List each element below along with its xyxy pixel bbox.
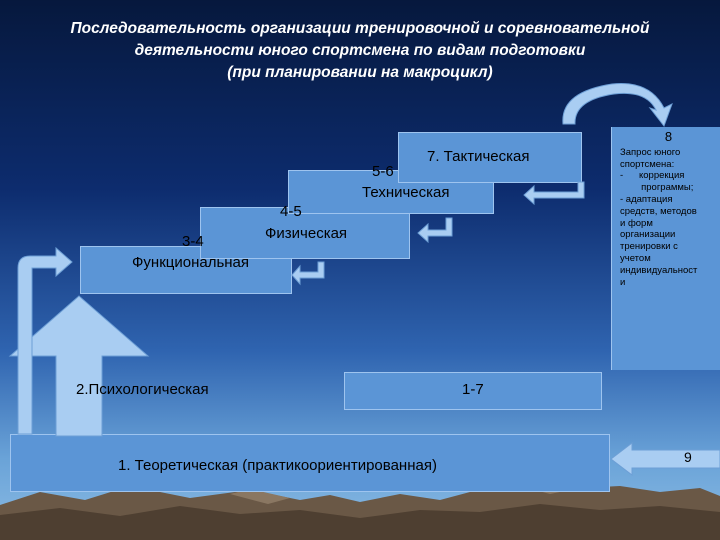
title-line-2: деятельности юного спортсмена по видам п…: [134, 42, 586, 59]
step-tactical: [398, 132, 582, 183]
step-arrow-2: [417, 217, 453, 244]
range-box: [344, 372, 602, 410]
step-arrow-1: [291, 261, 325, 286]
step-physical: [200, 207, 410, 259]
technical-number: 5-6: [372, 163, 394, 180]
title-line-3: (при планировании на макроцикл): [227, 64, 493, 81]
feedback-number: 9: [684, 449, 692, 465]
theoretical-box: [10, 434, 610, 492]
title-line-1: Последовательность организации тренирово…: [70, 20, 650, 37]
psychological-up-arrow: [8, 295, 150, 437]
physical-number: 4-5: [280, 203, 302, 220]
tactical-label: 7. Тактическая: [427, 148, 530, 165]
theoretical-label: 1. Теоретическая (практикоориентированна…: [118, 457, 437, 474]
left-feedback-arrow: [17, 246, 73, 435]
physical-label: Физическая: [265, 225, 348, 242]
step-arrow-3: [523, 181, 585, 206]
request-text: Запрос юного спортсмена: - коррекция про…: [620, 146, 698, 288]
request-box: 8 Запрос юного спортсмена: - коррекция п…: [611, 127, 720, 370]
slide-title: Последовательность организации тренирово…: [0, 18, 720, 84]
psychological-label: 2.Психологическая: [76, 381, 209, 398]
functional-label: Функциональная: [132, 254, 250, 271]
range-label: 1-7: [462, 381, 484, 398]
curved-arrow: [562, 83, 673, 128]
functional-number: 3-4: [182, 233, 204, 250]
feedback-arrow-9: [610, 441, 720, 477]
request-number: 8: [664, 129, 673, 144]
technical-label: Техническая: [362, 184, 450, 201]
